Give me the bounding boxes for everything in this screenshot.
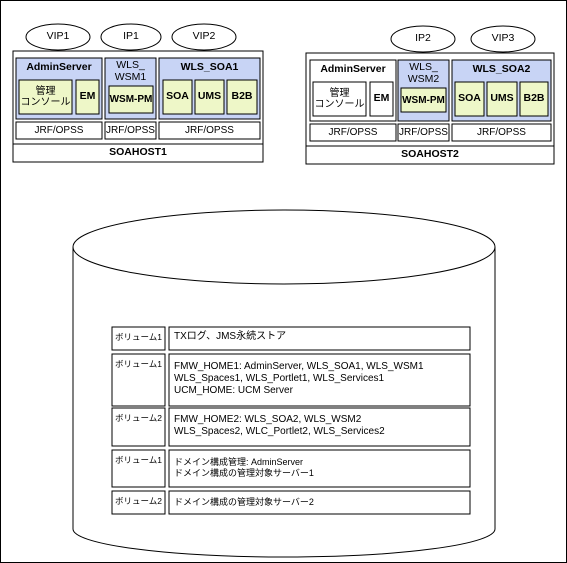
host2-soa-label: SOA [458,92,481,105]
host2-console-label: 管理 コンソール [314,88,365,110]
vol-row-4-label-box [111,449,166,488]
host1-vip2-label: VIP2 [192,30,216,43]
host2-jrf-3 [451,123,552,142]
host1-wsmpm-label: WSM-PM [109,94,153,105]
host1-shapes [12,23,264,163]
host1-jrf-label-2: JRF/OPSS [106,125,155,136]
host2-jrf-2 [397,123,450,142]
host1-name: SOAHOST1 [109,146,167,159]
volume-label-1: ボリューム1 [115,332,162,342]
host2-jrf-label-1: JRF/OPSS [328,127,378,138]
host2-wsm-title: WLS_ WSM2 [407,61,440,85]
vol-row-3-label-box [111,407,166,447]
vol-row-5-label-box [111,490,166,515]
host1-jrf-label-3: JRF/OPSS [185,125,234,136]
host2-b2b-box [519,81,549,117]
volume-desc-1: TXログ、JMS永続ストア [174,331,287,342]
host2-ip2-label: IP2 [415,32,431,45]
volume-label-4: ボリューム1 [115,455,162,465]
storage-cylinder [72,209,496,558]
vol-row-2-desc-box [168,353,471,407]
host1-ums-box [194,79,225,115]
host2-vip3-label: VIP3 [491,32,515,45]
host2-jrf-label-3: JRF/OPSS [477,127,526,138]
host1-soa-box [162,79,193,115]
host2-shapes [305,25,555,165]
host2-em-box [369,81,394,117]
host1-admin-title: AdminServer [26,61,92,74]
host1-b2b-box [226,79,258,115]
host2-vip-ellipse-2 [470,25,536,53]
host1-jrf-1 [15,121,103,140]
vol-row-5-desc-box [168,490,471,515]
host1-wsm-title: WLS_ WSM1 [114,59,147,83]
vol-row-4-desc-box [168,449,471,488]
host1-console-box [18,79,73,115]
host1-soa-label: SOA [166,90,189,103]
host2-admin-title: AdminServer [320,63,386,76]
host1-vip-ellipse-1 [25,23,91,51]
vol-row-3-desc-box [168,407,471,447]
host2-em-label: EM [373,92,390,105]
volume-desc-2: FMW_HOME1: AdminServer, WLS_SOA1, WLS_WS… [174,361,424,396]
host1-vip1-label: VIP1 [46,30,70,43]
volume-desc-4: ドメイン構成管理: AdminServer ドメイン構成の管理対象サーバー1 [174,457,314,478]
host2-vip-ellipse-1 [390,25,456,53]
host1-console-label: 管理 コンソール [20,86,71,108]
host1-em-box [75,79,100,115]
host1-jrf-2 [104,121,157,140]
host1-vip-ellipse-3 [171,23,237,51]
host2-soa-title: WLS_SOA2 [472,63,531,76]
host1-ip1-label: IP1 [123,30,139,43]
host2-console-box [312,81,367,117]
vol-row-1-label-box [111,326,166,351]
volume-label-5: ボリューム2 [115,496,162,506]
host1-vip-ellipse-2 [100,23,162,51]
volume-desc-3: FMW_HOME2: WLS_SOA2, WLS_WSM2 WLS_Spaces… [174,414,385,437]
volume-label-3: ボリューム2 [115,413,162,423]
cylinder-top [72,209,496,285]
host2-wsmpm-label: WSM-PM [402,94,445,106]
host1-em-label: EM [79,90,96,103]
host2-ums-label: UMS [490,92,514,105]
vol-row-2-label-box [111,353,166,407]
volume-label-2: ボリューム1 [115,359,162,369]
host2-jrf-label-2: JRF/OPSS [399,127,448,138]
host1-ums-label: UMS [197,90,222,103]
host1-b2b-label: B2B [231,90,253,103]
host2-name: SOAHOST2 [401,148,459,161]
host2-ums-box [486,81,518,117]
host2-soa-box [454,81,485,117]
volume-desc-5: ドメイン構成の管理対象サーバー2 [174,497,314,507]
host1-soa-title: WLS_SOA1 [180,61,239,74]
host2-wsmpm-box [400,87,447,113]
host1-wsmpm-box [108,85,154,114]
vol-row-1-desc-box [168,326,471,351]
host2-jrf-1 [309,123,397,142]
host1-jrf-3 [158,121,261,140]
host1-jrf-label-1: JRF/OPSS [34,125,84,136]
host2-b2b-label: B2B [523,92,545,105]
